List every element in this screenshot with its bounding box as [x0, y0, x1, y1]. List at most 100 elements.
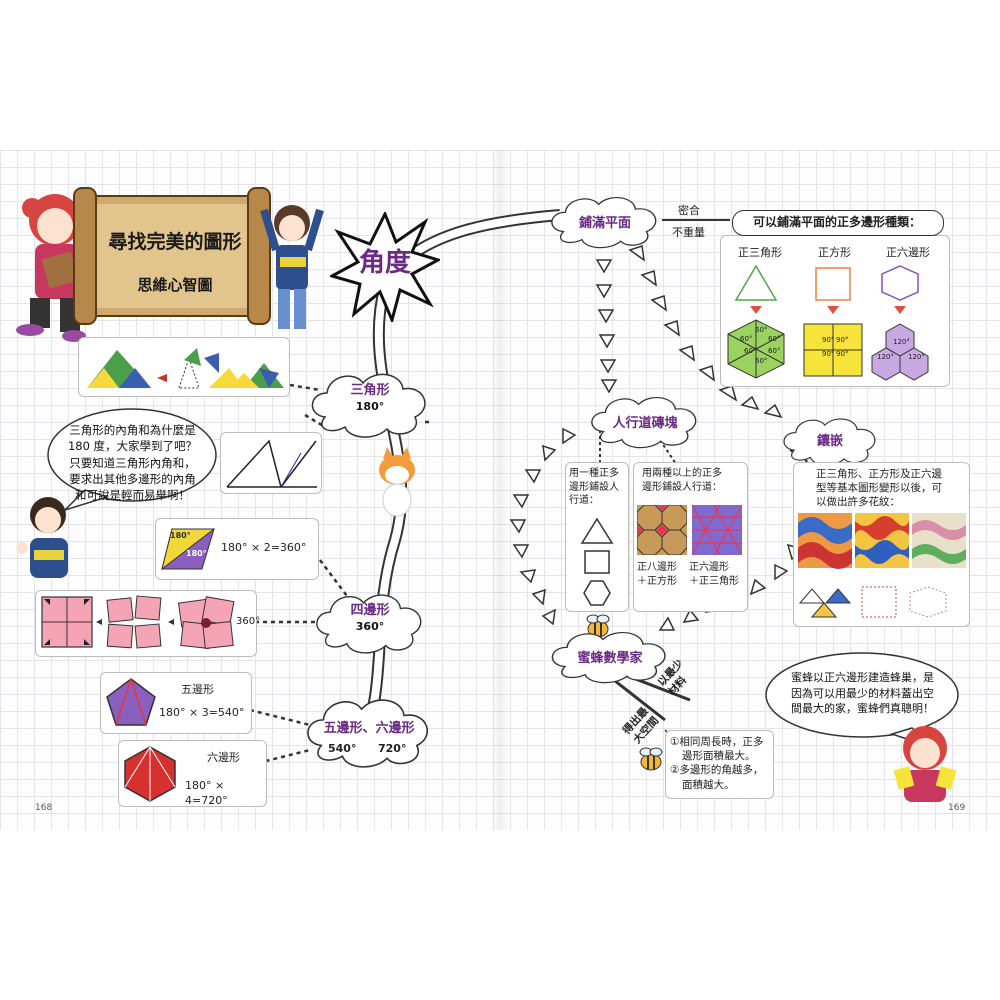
hexagon-angle-1: 120°	[893, 338, 910, 346]
hexagon-sum-value: 720°	[378, 742, 407, 755]
speech-bubble-right-text: 蜜蜂以正六邊形建造蜂巢，是 因為可以用最少的材料蓋出空 間最大的家，蜜蜂們真聰明…	[775, 670, 950, 717]
triangle-puzzle-box	[78, 337, 290, 397]
sidewalk-node-label: 人行道磚塊	[612, 416, 678, 431]
pentagon-name: 五邊形	[181, 683, 214, 696]
multi-polygon-text-line-2: 邊形鋪設人行道：	[642, 481, 722, 493]
tessellation-text: 正三角形、正方形及正六邊 型等基本圖形變形以後，可 以做出許多花紋：	[816, 467, 942, 510]
single-polygon-shapes	[580, 517, 614, 606]
triangle-angle-2: 60°	[740, 335, 753, 343]
speech-left-line-5: 和可說是輕而易舉啊！	[75, 488, 190, 503]
square-angle-3: 90°	[822, 350, 835, 358]
cat-character	[379, 447, 415, 517]
tessellation-node-label: 鑲嵌	[816, 434, 843, 449]
mind-map-connectors	[249, 209, 821, 767]
scroll-subtitle: 思維心智圖	[137, 276, 213, 294]
speech-left-line-2: 180 度，大家學到了吧？	[67, 439, 198, 454]
polygon-node-title: 五邊形、六邊形	[323, 721, 415, 736]
page-number-right: 169	[948, 803, 966, 813]
speech-right-line-3: 間最大的家，蜜蜂們真聰明！	[791, 702, 934, 716]
quad-node-title: 四邊形	[350, 603, 390, 618]
book-spread: 尋找完美的圖形 思維心智圖 角度	[0, 150, 1000, 830]
angle-burst-label: 角度	[358, 248, 411, 278]
angle-burst	[330, 212, 440, 322]
multi-polygon-sidewalk-box: 用兩種以上的正多 邊形鋪設人行道： 正八邊形 ＋正方形 正六邊形	[633, 462, 748, 612]
tessellation-text-line-2: 型等基本圖形變形以後，可	[816, 482, 942, 495]
speech-right-line-2: 因為可以用最少的材料蓋出空	[791, 686, 934, 700]
triangle-node-label: 三角形 180°	[320, 382, 420, 414]
book-gutter	[492, 150, 508, 830]
label-square: 正方形	[818, 246, 851, 259]
speech-bubble-left	[47, 408, 217, 511]
tiling-node-cloud	[551, 197, 657, 249]
hexagon-triangle-tile	[692, 505, 742, 555]
triangle-node-value: 180°	[355, 399, 385, 413]
speech-left-line-4: 要求出其他多邊形的內角	[69, 471, 196, 486]
tessellation-node-cloud	[783, 418, 876, 466]
hexagon-formula: 180° × 4=720°	[185, 779, 228, 807]
multi-polygon-text-line-1: 用兩種以上的正多	[642, 468, 722, 479]
quadrilateral-pieces-illustration	[41, 595, 235, 649]
parallelogram-illustration	[161, 528, 215, 571]
speech-left-line-1: 三角形的內角和為什麼是	[69, 423, 196, 437]
tiling-condition-no-overlap: 不重量	[672, 226, 705, 239]
speech-right-line-1: 蜜蜂以正六邊形建造蜂巢，是	[791, 671, 934, 684]
parallelogram-bottom-label: 180°	[186, 549, 207, 558]
triangle-angle-5: 60°	[768, 347, 781, 355]
bee-fact-line-4: 面積越大。	[682, 778, 735, 791]
quad-node-cloud	[316, 594, 422, 654]
tiling-node-label: 鋪滿平面	[578, 216, 631, 231]
tile-caption-2-line-1: 正六邊形	[689, 562, 729, 573]
octagon-square-tile	[637, 505, 687, 555]
tile-caption-2-line-2: ＋正三角形	[689, 575, 739, 587]
angle-lines-box	[220, 432, 322, 494]
quad-node-value: 360°	[355, 619, 385, 633]
bee-fact-line-1: ①相同周長時，正多	[670, 736, 764, 748]
sidewalk-node-cloud	[591, 397, 697, 449]
tile-caption-1-line-2: ＋正方形	[637, 575, 677, 587]
hexagon-name: 六邊形	[207, 751, 240, 764]
tiling-types-title: 可以鋪滿平面的正多邊形種類：	[752, 215, 921, 229]
bee-icon-small	[639, 747, 663, 771]
hexagon-angle-2: 120°	[877, 353, 894, 361]
bee-node-label: 蜜蜂數學家	[577, 651, 643, 666]
triangle-angle-6: 60°	[755, 357, 768, 365]
label-regular-hexagon: 正六邊形	[886, 246, 930, 259]
triangle-angle-1: 60°	[755, 326, 768, 334]
bee-fact-line-2: 邊形面積最大。	[682, 750, 756, 763]
bee-facts-text: ①相同周長時，正多 邊形面積最大。 ②多邊形的角越多， 面積越大。	[670, 735, 763, 792]
hexagon-angle-3: 120°	[908, 353, 925, 361]
pentagon-box: 五邊形 180° × 3=540°	[100, 672, 252, 734]
hexagon-box: 六邊形 180° × 4=720°	[118, 740, 267, 807]
multi-polygon-text: 用兩種以上的正多 邊形鋪設人行道：	[642, 467, 722, 494]
label-equilateral-triangle: 正三角形	[738, 246, 782, 259]
angle-lines-illustration	[226, 439, 317, 488]
single-polygon-text-line-2: 邊形鋪設人	[569, 481, 619, 493]
tessellation-text-line-3: 以做出許多花紋：	[816, 496, 900, 509]
quadrilateral-pieces-label: 360°	[236, 616, 261, 627]
tile-caption-2: 正六邊形 ＋正三角形	[689, 561, 739, 588]
scroll-banner	[73, 187, 271, 325]
tessellation-patterns	[798, 513, 966, 618]
speech-bubble-left-text: 三角形的內角和為什麼是 180 度，大家學到了吧？ 只要知道三角形內角和， 要求…	[55, 422, 210, 504]
bee-facts-box: ①相同周長時，正多 邊形面積最大。 ②多邊形的角越多， 面積越大。	[665, 730, 774, 799]
parallelogram-box: 180° 180° 180° × 2=360°	[155, 518, 319, 580]
tiling-types-illustration	[727, 264, 929, 381]
polygon-node-cloud	[307, 699, 428, 768]
quad-node-label: 四邊形 360°	[322, 602, 418, 634]
triangle-node-cloud	[311, 373, 426, 438]
single-polygon-text: 用一種正多 邊形鋪設人 行道：	[569, 467, 619, 508]
parallelogram-formula: 180° × 2=360°	[221, 541, 307, 554]
boy-character-left	[16, 497, 68, 578]
parallelogram-top-label: 180°	[170, 531, 191, 540]
triangle-puzzle-illustration	[87, 348, 284, 389]
bee-fact-line-3: ②多邊形的角越多，	[670, 764, 764, 777]
tiling-types-title-pill	[732, 210, 944, 236]
pentagon-illustration	[106, 678, 156, 726]
tiling-condition-fit: 密合	[678, 204, 700, 217]
boy-character-top	[260, 205, 324, 329]
single-polygon-sidewalk-box: 用一種正多 邊形鋪設人 行道：	[565, 462, 629, 612]
pentagon-sum-value: 540°	[328, 742, 357, 755]
square-angle-4: 90°	[836, 350, 849, 358]
bee-node-cloud	[551, 632, 666, 684]
tessellation-text-line-1: 正三角形、正方形及正六邊	[816, 468, 942, 480]
